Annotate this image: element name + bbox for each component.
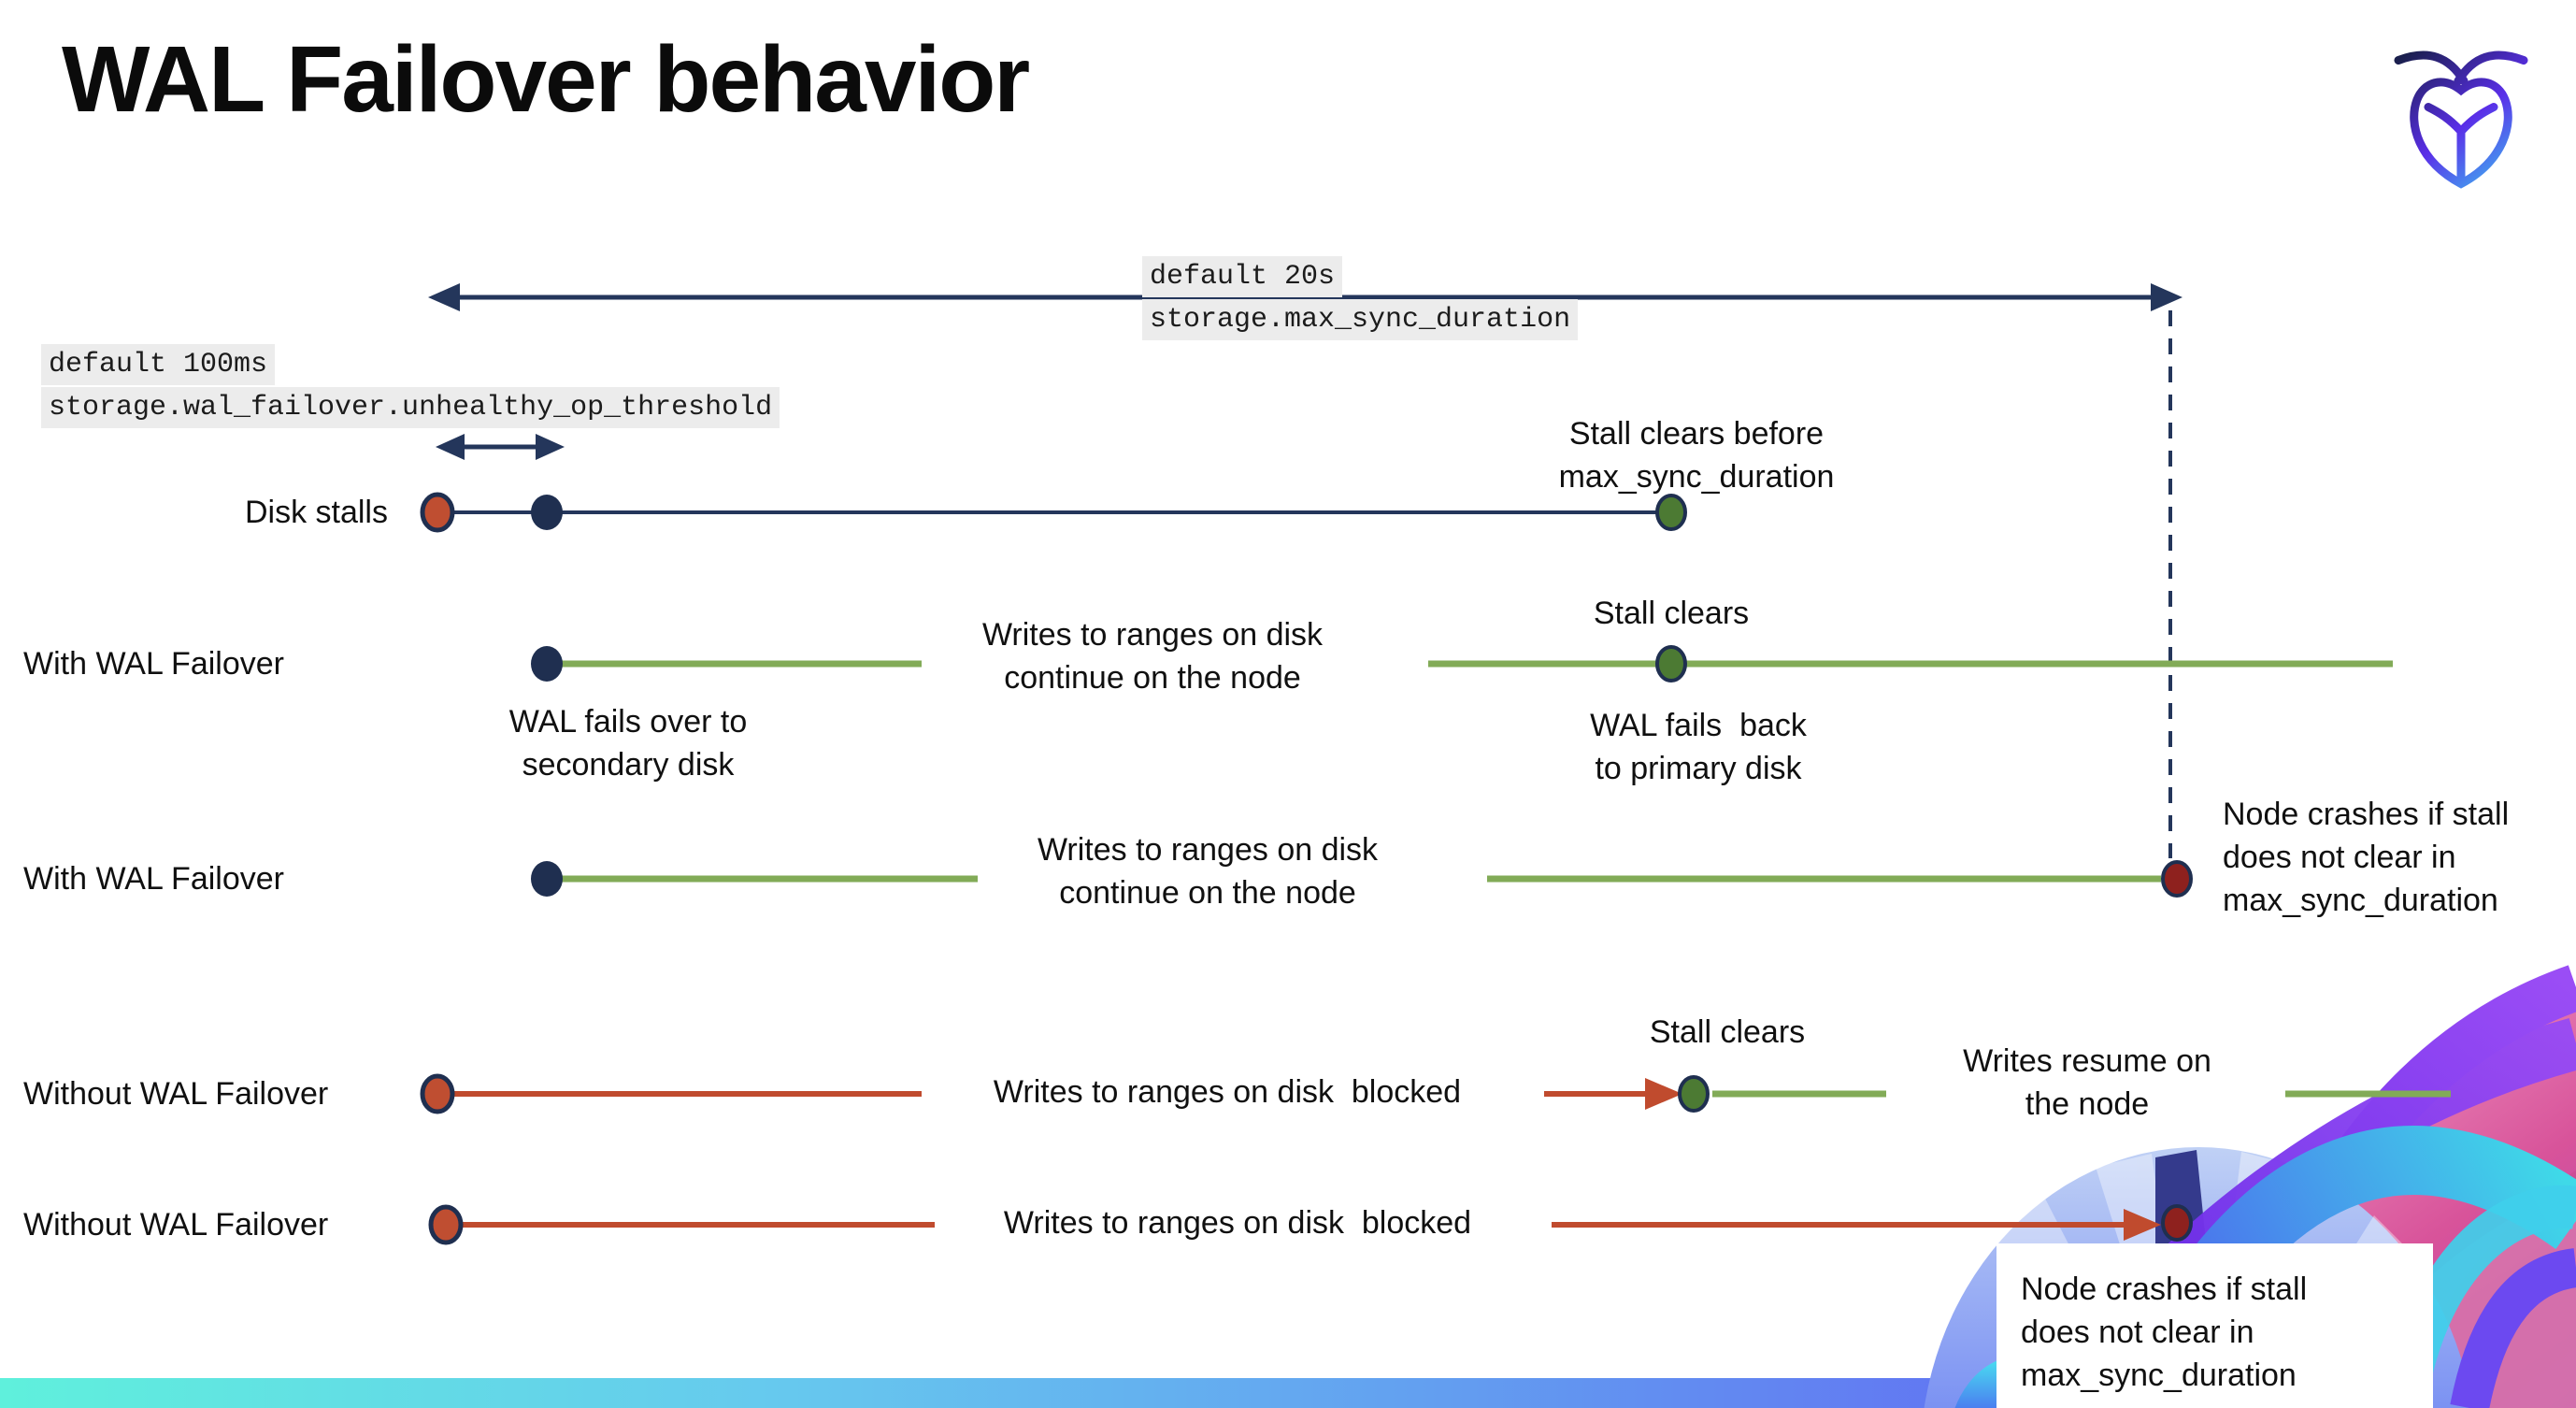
threshold-arrowhead-left bbox=[436, 434, 465, 460]
crash-note-box: Node crashes if stall does not clear in … bbox=[1996, 1243, 2433, 1408]
threshold-setting-label: storage.wal_failover.unhealthy_op_thresh… bbox=[41, 387, 780, 428]
threshold-arrowhead-right bbox=[536, 434, 565, 460]
cockroach-logo-icon bbox=[2394, 50, 2528, 189]
max-sync-setting-label: storage.max_sync_duration bbox=[1142, 299, 1579, 340]
row3-label: With WAL Failover bbox=[23, 861, 284, 897]
row3-crash-dot bbox=[2161, 860, 2193, 898]
row4-writes-blocked-note: Writes to ranges on disk blocked bbox=[993, 1074, 1462, 1110]
row2-stall-clears-note: Stall clears bbox=[1593, 596, 1750, 631]
row1-threshold-dot bbox=[531, 495, 563, 530]
row4-stall-clears-note: Stall clears bbox=[1649, 1014, 1806, 1050]
row4-red-arrowhead bbox=[1645, 1078, 1682, 1110]
row5-crash-dot bbox=[2161, 1204, 2193, 1242]
node-crashes-note-bottom: Node crashes if stall does not clear in … bbox=[2021, 1272, 2308, 1393]
page-title: WAL Failover behavior bbox=[62, 27, 1030, 132]
max-sync-arrowhead-left bbox=[428, 283, 460, 311]
max-sync-arrowhead-right bbox=[2151, 283, 2182, 311]
row1-label: Disk stalls bbox=[244, 495, 388, 530]
row4-label: Without WAL Failover bbox=[23, 1076, 329, 1112]
row2-failover-dot bbox=[531, 646, 563, 682]
row1-stall-clears-dot bbox=[1655, 494, 1687, 531]
wal-fails-over-note: WAL fails over to secondary disk bbox=[508, 704, 748, 783]
row2-writes-continue-note: Writes to ranges on disk continue on the… bbox=[981, 617, 1324, 696]
threshold-default-label: default 100ms bbox=[41, 344, 276, 385]
row5-label: Without WAL Failover bbox=[23, 1207, 329, 1243]
wal-fails-back-note: WAL fails back to primary disk bbox=[1590, 708, 1807, 786]
stall-clears-before-note: Stall clears before max_sync_duration bbox=[1558, 416, 1835, 495]
art-violet-leg bbox=[2450, 1248, 2576, 1408]
row5-writes-blocked-note: Writes to ranges on disk blocked bbox=[1003, 1205, 1472, 1241]
logo-branch-right bbox=[2456, 103, 2498, 136]
row5-stall-start-dot bbox=[428, 1204, 464, 1245]
row4-stall-start-dot bbox=[420, 1073, 455, 1114]
writes-resume-note: Writes resume on the node bbox=[1963, 1043, 2211, 1122]
row5-red-arrowhead bbox=[2124, 1209, 2161, 1241]
logo-body bbox=[2410, 78, 2512, 189]
row3-writes-continue-note: Writes to ranges on disk continue on the… bbox=[1037, 832, 1379, 911]
row4-stall-clears-dot bbox=[1678, 1075, 1710, 1113]
row1-stall-start-dot bbox=[420, 492, 455, 533]
row2-stall-clears-dot bbox=[1655, 645, 1687, 682]
row2-label: With WAL Failover bbox=[23, 646, 284, 682]
node-crashes-note-right: Node crashes if stall does not clear in … bbox=[2223, 797, 2510, 918]
logo-branch-left bbox=[2424, 103, 2466, 136]
logo-right-antenna bbox=[2454, 50, 2528, 85]
max-sync-default-label: default 20s bbox=[1142, 256, 1343, 297]
row3-failover-dot bbox=[531, 861, 563, 897]
logo-left-antenna bbox=[2394, 50, 2469, 85]
